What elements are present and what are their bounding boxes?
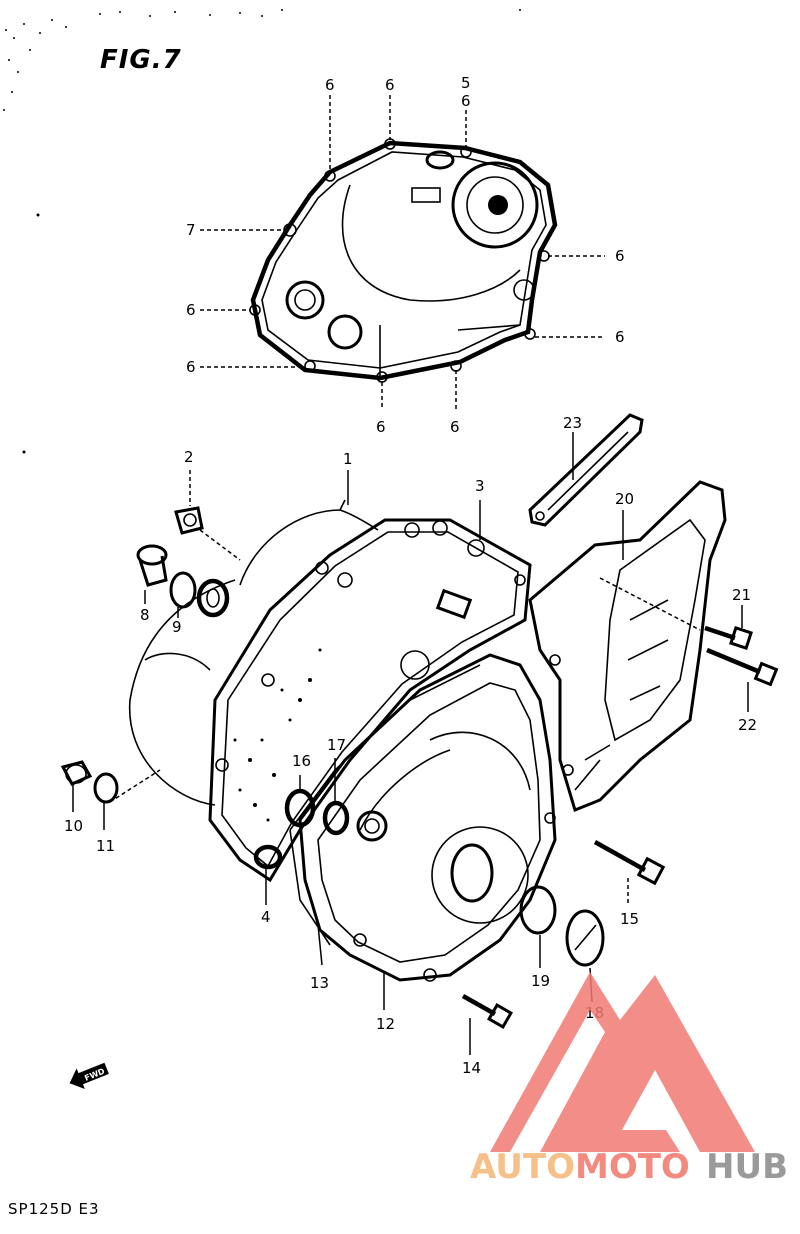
sprocket-cover-outline (528, 480, 727, 813)
bolt-15 (593, 840, 666, 886)
callout-22: 22 (738, 716, 757, 734)
gasket-outline (250, 140, 558, 381)
chain-guide (528, 413, 644, 527)
gasket-port-1 (285, 280, 325, 320)
generator-cover-outline (298, 653, 557, 982)
callout-6: 6 (385, 76, 395, 94)
watermark-hub: HUB (706, 1147, 788, 1187)
dowel-4 (253, 844, 283, 870)
callout-5: 5 (461, 74, 471, 92)
o-ring-9 (169, 571, 197, 609)
callout-12: 12 (376, 1015, 395, 1033)
callout-6: 6 (186, 358, 196, 376)
callout-3: 3 (475, 477, 485, 495)
generator-boss (431, 826, 529, 924)
callout-10: 10 (64, 817, 83, 835)
o-ring-19 (519, 885, 557, 935)
dowel-boss (356, 810, 388, 842)
filler-cap-2 (174, 506, 204, 535)
scan-noise (3, 9, 521, 454)
plug-8 (136, 544, 168, 587)
fwd-arrow-icon: FWD (69, 1062, 109, 1089)
callout-9: 9 (172, 618, 182, 636)
sealant-texture (233, 648, 322, 822)
fwd-label: FWD (83, 1066, 106, 1082)
figure-title: FIG.7 (100, 45, 182, 75)
callout-21: 21 (732, 586, 751, 604)
gasket-inner (261, 151, 547, 369)
o-ring-17 (322, 800, 350, 836)
cap-18 (565, 909, 605, 967)
callout-2: 2 (184, 448, 194, 466)
gasket-11 (93, 772, 119, 804)
clutch-cover-outline (208, 518, 532, 883)
watermark-auto: AUTO (470, 1147, 575, 1187)
oil-window (411, 187, 441, 203)
upper-leaders (200, 95, 605, 410)
callout-16: 16 (292, 752, 311, 770)
callout-14: 14 (462, 1059, 481, 1077)
callout-19: 19 (531, 972, 550, 990)
callout-20: 20 (615, 490, 634, 508)
callout-15: 15 (620, 910, 639, 928)
clutch-boss-arc (341, 184, 521, 302)
bolt-22 (706, 647, 779, 687)
callout-6: 6 (615, 328, 625, 346)
callout-17: 17 (327, 736, 346, 754)
lower-leaders (72, 432, 749, 1055)
callout-6: 6 (450, 418, 460, 436)
bolt-14 (461, 994, 513, 1029)
callout-6: 6 (186, 301, 196, 319)
callout-6: 6 (325, 76, 335, 94)
oil-seal (196, 578, 230, 618)
bolt-21 (704, 625, 753, 650)
cover-slot (435, 588, 473, 620)
model-code: SP125D E3 (8, 1200, 100, 1218)
clutch-cover-gasket (249, 138, 558, 383)
callout-13: 13 (310, 974, 329, 992)
sprocket-cover (528, 480, 727, 813)
callout-6: 6 (615, 247, 625, 265)
callout-8: 8 (140, 606, 150, 624)
gasket-port-2 (327, 314, 363, 350)
watermark-logo: AUTO MOTO HUB (470, 972, 788, 1187)
clutch-cover (128, 499, 532, 883)
callout-6: 6 (461, 92, 471, 110)
drain-plug-10 (60, 760, 93, 786)
callout-7: 7 (186, 221, 196, 239)
callout-23: 23 (563, 414, 582, 432)
callout-1: 1 (343, 450, 353, 468)
watermark-moto: MOTO (575, 1147, 690, 1187)
clutch-cover-dome (239, 499, 379, 586)
cover-dome (451, 161, 539, 249)
callout-6: 6 (376, 418, 386, 436)
callout-11: 11 (96, 837, 115, 855)
callout-4: 4 (261, 908, 271, 926)
watermark-triangle-icon (490, 972, 755, 1152)
generator-cover (289, 653, 557, 982)
cover-hub (488, 195, 508, 215)
